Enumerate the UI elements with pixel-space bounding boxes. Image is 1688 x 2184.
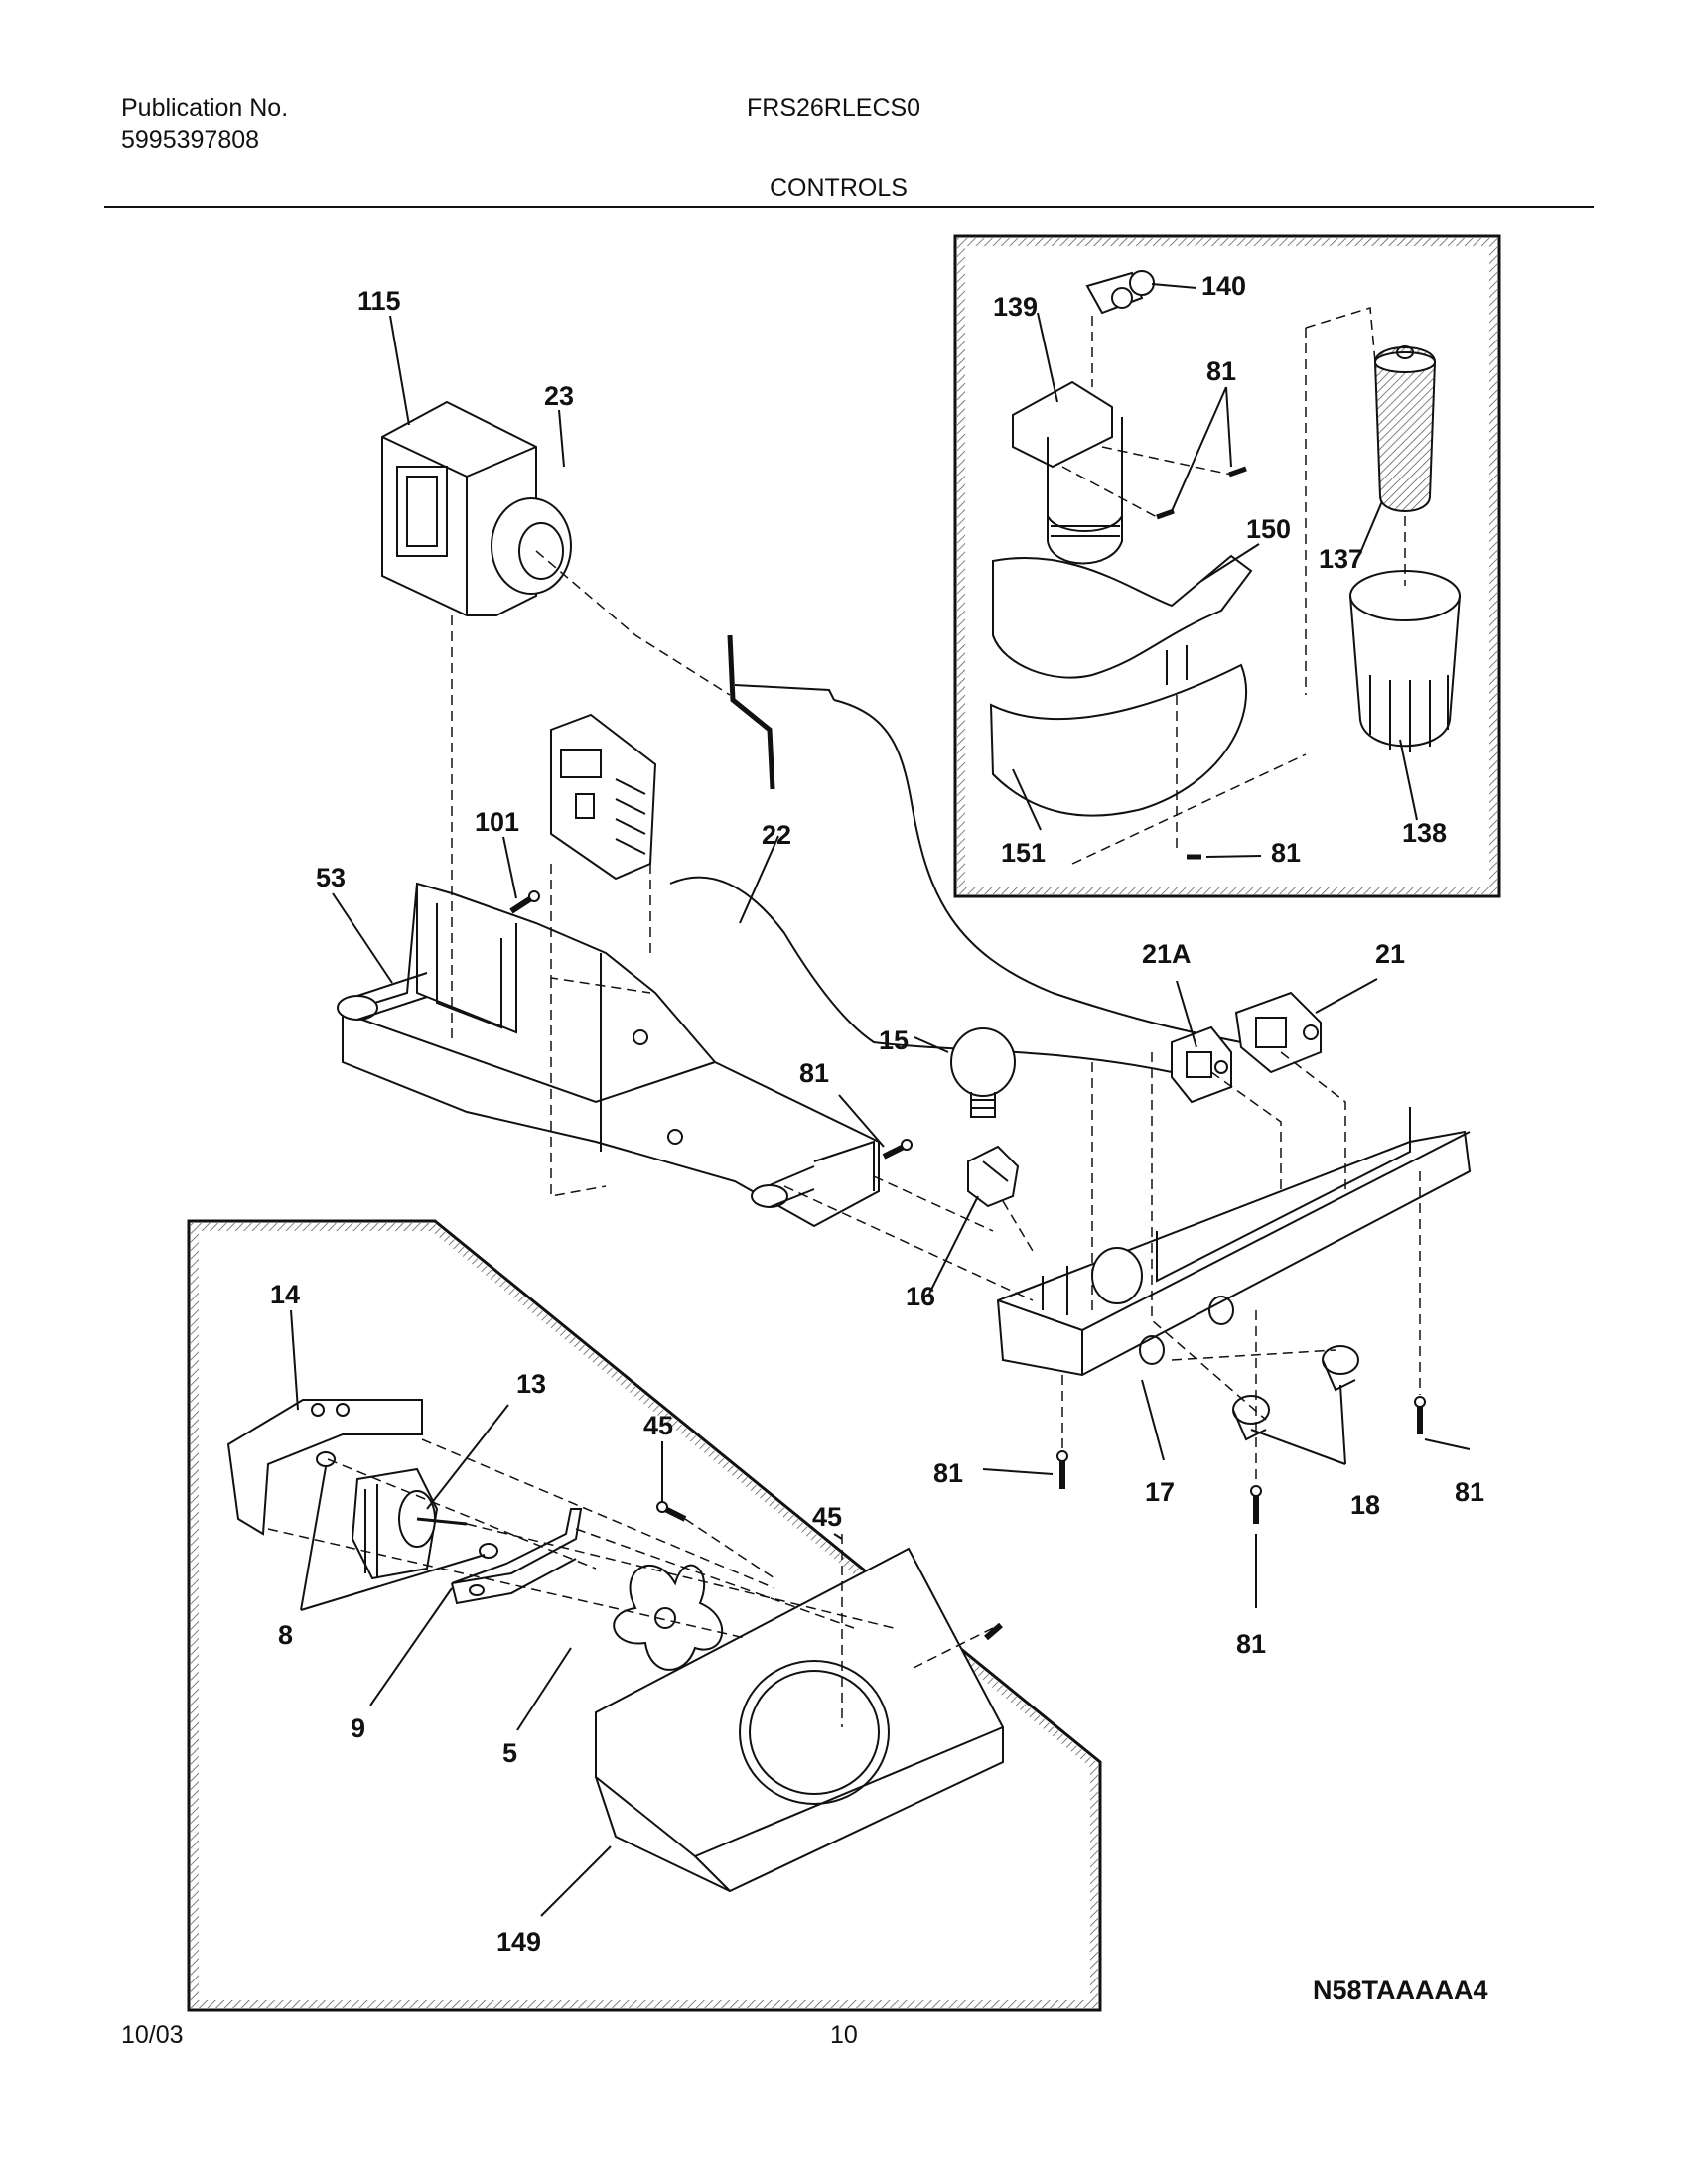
callout-14: 14 <box>270 1280 300 1309</box>
part-53-control-housing <box>337 882 880 1228</box>
callout-23: 23 <box>544 381 574 411</box>
callout-81-panel-bottom: 81 <box>1236 1629 1266 1659</box>
callout-13: 13 <box>516 1369 546 1399</box>
figure-code: N58TAAAAA4 <box>1313 1976 1488 2005</box>
callout-81-filter-top: 81 <box>1206 356 1236 386</box>
part-5-fan-blade <box>613 1564 724 1671</box>
part-139-filter-head <box>1012 380 1123 565</box>
part-81-screw-c <box>882 1139 913 1160</box>
part-45-screw-a <box>656 1501 687 1522</box>
part-16-socket <box>967 1145 1020 1208</box>
callout-45-lower: 45 <box>812 1502 842 1532</box>
callout-115: 115 <box>357 286 401 316</box>
part-18-knob-b <box>1322 1345 1359 1392</box>
fan-inset-box <box>187 1219 1102 2012</box>
part-21-switch <box>1234 991 1322 1074</box>
part-81-screws-filter <box>1156 466 1247 860</box>
part-17-control-panel <box>996 1107 1472 1377</box>
part-8-grommets <box>316 1451 498 1559</box>
publication-number: 5995397808 <box>121 126 260 154</box>
callout-81-panel-right: 81 <box>1455 1477 1484 1507</box>
part-81-screw-f <box>1414 1396 1426 1434</box>
part-137-filter-cartridge <box>1373 345 1437 512</box>
part-81-screw-e <box>1250 1485 1262 1524</box>
part-14-bracket <box>226 1399 423 1536</box>
part-149-fan-shroud <box>595 1547 1004 1893</box>
callout-151: 151 <box>1001 838 1046 868</box>
part-101-screw <box>509 890 540 914</box>
part-15-bulb <box>950 1027 1016 1118</box>
callout-149: 149 <box>496 1927 541 1957</box>
callout-15: 15 <box>879 1025 909 1055</box>
callout-137: 137 <box>1319 544 1363 574</box>
callout-101: 101 <box>475 807 519 837</box>
callout-140: 140 <box>1201 271 1246 301</box>
part-22-capillary <box>669 634 1242 1073</box>
callout-150: 150 <box>1246 514 1291 544</box>
footer-date: 10/03 <box>121 2021 184 2049</box>
part-13-fan-motor <box>351 1467 468 1580</box>
callout-45-upper: 45 <box>643 1411 673 1440</box>
part-138-filter-bowl <box>1349 570 1461 752</box>
publication-label: Publication No. <box>121 94 289 122</box>
callout-138: 138 <box>1402 818 1447 848</box>
callout-9: 9 <box>351 1713 365 1743</box>
model-number: FRS26RLECS0 <box>747 94 921 122</box>
part-9-bracket <box>451 1508 583 1605</box>
callout-18: 18 <box>1350 1490 1380 1520</box>
callout-16: 16 <box>906 1282 935 1311</box>
part-150-cover <box>992 554 1253 679</box>
part-81-screw-d <box>1056 1450 1068 1489</box>
part-140-elbow <box>1085 270 1155 315</box>
part-151-cover <box>989 645 1247 817</box>
callout-81-socket: 81 <box>799 1058 829 1088</box>
callout-81-filter-bottom: 81 <box>1271 838 1301 868</box>
callout-8: 8 <box>278 1620 293 1650</box>
callout-22: 22 <box>762 820 791 850</box>
callout-139: 139 <box>993 292 1038 322</box>
part-23-control-board <box>550 713 657 881</box>
callout-5: 5 <box>502 1738 517 1768</box>
filter-inset-box <box>953 234 1501 898</box>
header-rule <box>104 206 1594 208</box>
section-title: CONTROLS <box>770 174 908 202</box>
callout-21A: 21A <box>1142 939 1192 969</box>
callout-17: 17 <box>1145 1477 1175 1507</box>
part-115-housing <box>381 400 572 616</box>
callout-21: 21 <box>1375 939 1405 969</box>
callout-53: 53 <box>316 863 346 892</box>
footer-page-number: 10 <box>830 2021 858 2049</box>
callout-81-panel-left: 81 <box>933 1458 963 1488</box>
